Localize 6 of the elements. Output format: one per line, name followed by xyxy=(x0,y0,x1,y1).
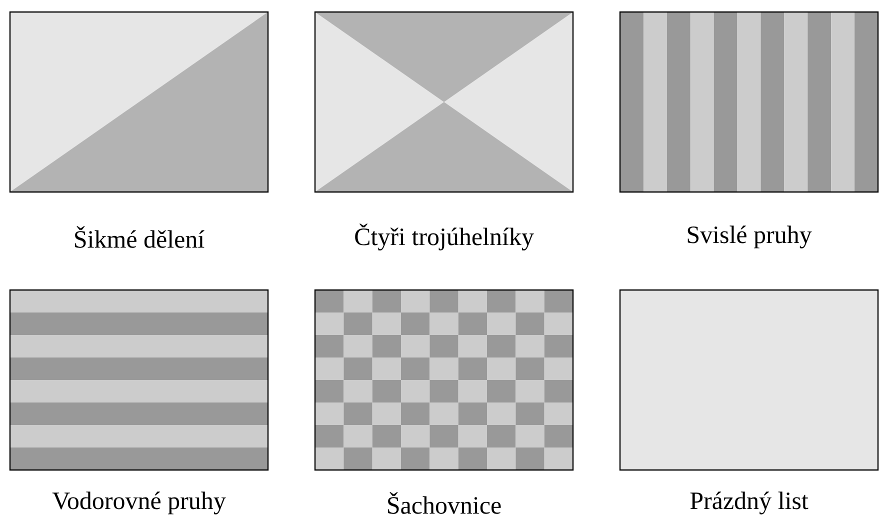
panel-caption: Šikmé dělení xyxy=(75,226,204,248)
panel-caption: Prázdný list xyxy=(690,492,808,514)
panel-caption: Čtyři trojúhelníky xyxy=(355,224,534,250)
panel-caption: Šachovnice xyxy=(388,492,501,514)
panel-caption: Svislé pruhy xyxy=(688,226,812,248)
panel-caption: Vodorovné pruhy xyxy=(52,492,226,514)
